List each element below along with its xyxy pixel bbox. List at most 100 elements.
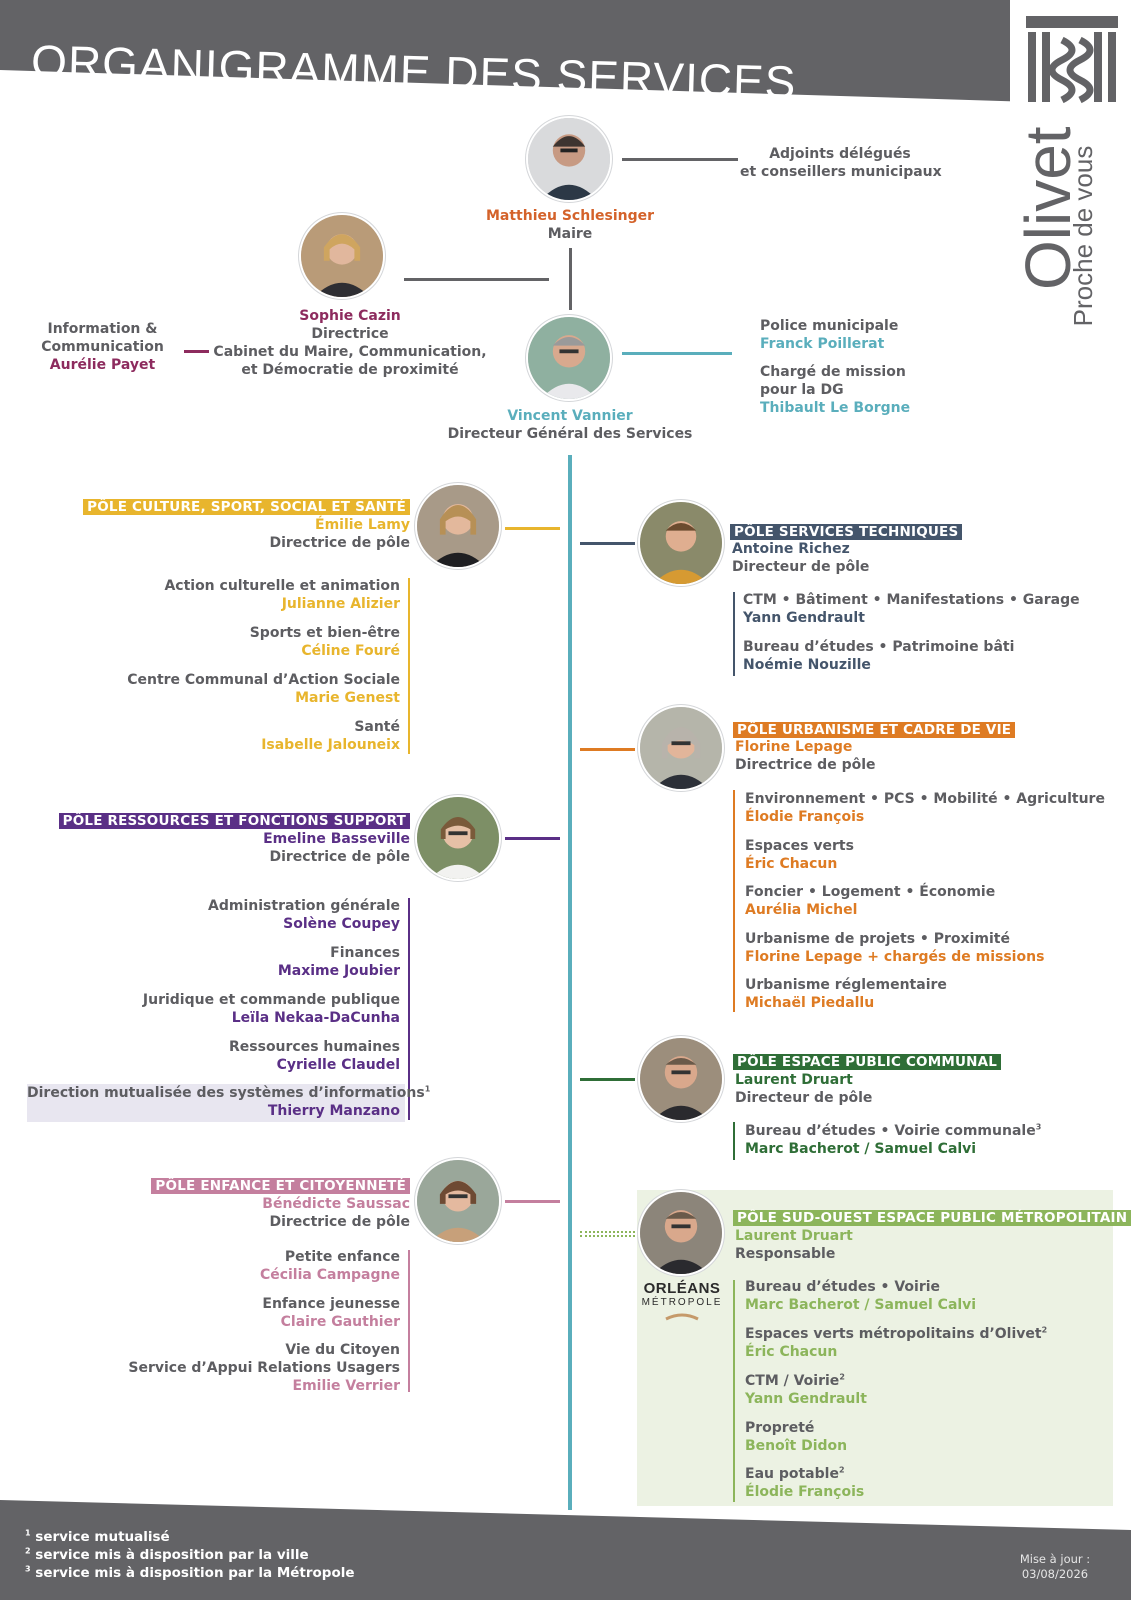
tech-title: PÔLE SERVICES TECHNIQUES (730, 523, 963, 541)
urban-title-label: PÔLE URBANISME ET CADRE DE VIE (733, 722, 1016, 738)
ressources-role: Directrice de pôle (269, 849, 410, 865)
adjoints-line2: et conseillers municipaux (740, 164, 942, 180)
line-cabinet (404, 278, 549, 281)
culture-head: Émilie Lamy (315, 517, 410, 533)
dgs-role: Directeur Général des Services (447, 426, 693, 442)
adjoints-line1: Adjoints délégués (769, 146, 911, 162)
line-mayor-dgs (569, 248, 572, 310)
dgs-name: Vincent Vannier (507, 408, 633, 424)
avatar-maire (526, 116, 612, 202)
metro-title: PÔLE SUD-OUEST ESPACE PUBLIC MÉTROPOLITA… (733, 1209, 1131, 1227)
orleans-logo-line2: MÉTROPOLE (641, 1297, 723, 1308)
info-comm-line1: Information & (47, 321, 158, 337)
urban-title: PÔLE URBANISME ET CADRE DE VIE (733, 721, 1016, 739)
avatar-dgs (526, 315, 612, 401)
urban-item-1: Environnement • PCS • Mobilité • Agricul… (745, 791, 1105, 825)
update-label: Mise à jour : (1019, 1552, 1091, 1566)
culture-title-label: PÔLE CULTURE, SPORT, SOCIAL ET SANTÉ (83, 499, 410, 515)
cabinet-name: Sophie Cazin (299, 308, 401, 324)
mission-label1: Chargé de mission (760, 364, 906, 380)
main-spine (568, 455, 572, 1510)
line-mayor-adjoints (622, 158, 738, 161)
avatar-urban (638, 705, 724, 791)
tech-head: Antoine Richez (732, 541, 850, 557)
line-enfance (505, 1200, 560, 1203)
header-band: ORGANIGRAMME DES SERVICES (0, 0, 1131, 105)
ressources-title-label: PÔLE RESSOURCES ET FONCTIONS SUPPORT (58, 813, 410, 829)
enfance-bar (408, 1250, 410, 1392)
line-metro-dotted (580, 1231, 635, 1237)
culture-title: PÔLE CULTURE, SPORT, SOCIAL ET SANTÉ (60, 498, 410, 516)
info-comm-name: Aurélie Payet (49, 357, 156, 373)
ressources-head: Emeline Basseville (263, 831, 410, 847)
public-title-label: PÔLE ESPACE PUBLIC COMMUNAL (733, 1054, 1002, 1070)
metro-title-label: PÔLE SUD-OUEST ESPACE PUBLIC MÉTROPOLITA… (733, 1210, 1131, 1226)
footer-notes: 1 service mutualisé 2 service mis à disp… (25, 1528, 355, 1582)
police-label: Police municipale (760, 318, 899, 334)
maire-name: Matthieu Schlesinger (485, 208, 655, 224)
footer-note-1: 1 service mutualisé (25, 1528, 170, 1545)
public-head: Laurent Druart (735, 1072, 853, 1088)
update-date: 03/08/2026 (1021, 1567, 1089, 1581)
tech-role: Directeur de pôle (732, 559, 870, 575)
ressources-title: PÔLE RESSOURCES ET FONCTIONS SUPPORT (40, 812, 410, 830)
olivet-emblem-icon (1026, 16, 1118, 104)
line-dgs-police (622, 352, 732, 355)
cabinet-role3: et Démocratie de proximité (241, 362, 459, 378)
urban-head: Florine Lepage (735, 739, 853, 755)
police-name: Franck Poillerat (760, 336, 885, 352)
olivet-logo: Olivet Proche de vous (1012, 10, 1126, 330)
public-title: PÔLE ESPACE PUBLIC COMMUNAL (733, 1053, 1002, 1071)
metro-bar (733, 1280, 735, 1502)
cabinet-role1: Directrice (311, 326, 389, 342)
urban-role: Directrice de pôle (735, 757, 876, 773)
header-shape (0, 0, 1131, 105)
mission-label2: pour la DG (760, 382, 844, 398)
mission-name: Thibault Le Borgne (760, 400, 911, 416)
line-tech (580, 542, 635, 545)
public-bar (733, 1122, 735, 1160)
maire-role: Maire (547, 226, 593, 242)
cabinet-role2: Cabinet du Maire, Communication, (213, 344, 487, 360)
footer-note-2: 2 service mis à disposition par la ville (25, 1546, 309, 1563)
metro-head: Laurent Druart (735, 1228, 853, 1244)
footer-note-3: 3 service mis à disposition par la Métro… (25, 1564, 355, 1581)
orleans-logo-line1: ORLÉANS (643, 1280, 721, 1297)
enfance-title: PÔLE ENFANCE ET CITOYENNETÉ (60, 1177, 410, 1195)
tech-item-1: CTM • Bâtiment • Manifestations • Garage… (743, 592, 1080, 626)
orleans-metropole-logo: ORLÉANS MÉTROPOLE (640, 1280, 724, 1327)
line-culture (505, 527, 560, 530)
enfance-head: Bénédicte Saussac (262, 1196, 410, 1212)
enfance-title-label: PÔLE ENFANCE ET CITOYENNETÉ (151, 1178, 410, 1194)
info-comm-line2: Communication (41, 339, 164, 355)
avatar-tech (638, 500, 724, 586)
avatar-metro (638, 1190, 724, 1276)
ressources-item-5: Direction mutualisée des systèmes d’info… (27, 1084, 430, 1122)
tech-bar (733, 592, 735, 676)
footer-band (0, 1500, 1131, 1600)
urban-bar (733, 790, 735, 1012)
line-ressources (505, 837, 560, 840)
line-urban (580, 748, 635, 751)
line-public (580, 1078, 635, 1081)
culture-role: Directrice de pôle (269, 535, 410, 551)
public-role: Directeur de pôle (735, 1090, 873, 1106)
